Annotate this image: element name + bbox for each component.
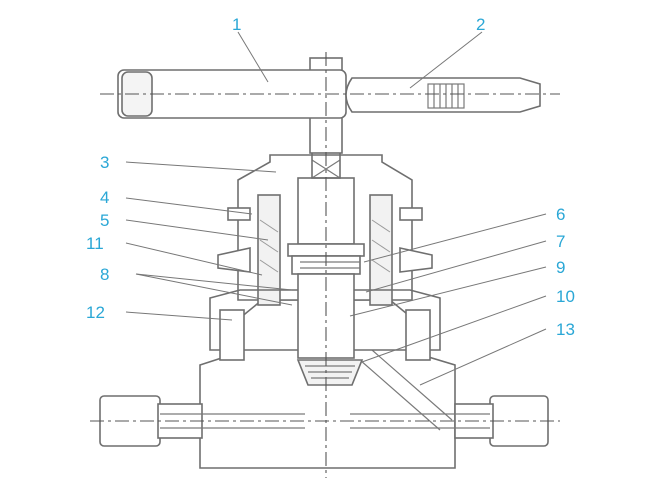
- callout-4: 4: [100, 188, 109, 207]
- packing-right: [369, 194, 393, 306]
- leader-lines: [125, 31, 547, 386]
- callout-10: 10: [556, 287, 575, 306]
- callout-2: 2: [476, 15, 485, 34]
- callout-labels: 1 2 3 4 5 6 7 8 9 10 11 12 13: [86, 15, 575, 339]
- sleeve-right: [405, 309, 431, 361]
- right-flange: [399, 207, 423, 221]
- handle-bar-right: [345, 77, 541, 113]
- callout-13: 13: [556, 320, 575, 339]
- handle: [117, 57, 541, 154]
- callout-3: 3: [100, 153, 109, 172]
- center-lines: [90, 52, 560, 478]
- callout-1: 1: [232, 15, 241, 34]
- callout-12: 12: [86, 303, 105, 322]
- sleeve-left: [219, 309, 245, 361]
- lock-wing-right: [399, 247, 433, 273]
- callout-8: 8: [100, 265, 109, 284]
- callout-5: 5: [100, 211, 109, 230]
- callout-7: 7: [556, 232, 565, 251]
- callout-9: 9: [556, 258, 565, 277]
- left-flange: [227, 207, 251, 221]
- callout-6: 6: [556, 205, 565, 224]
- callout-11: 11: [86, 234, 104, 253]
